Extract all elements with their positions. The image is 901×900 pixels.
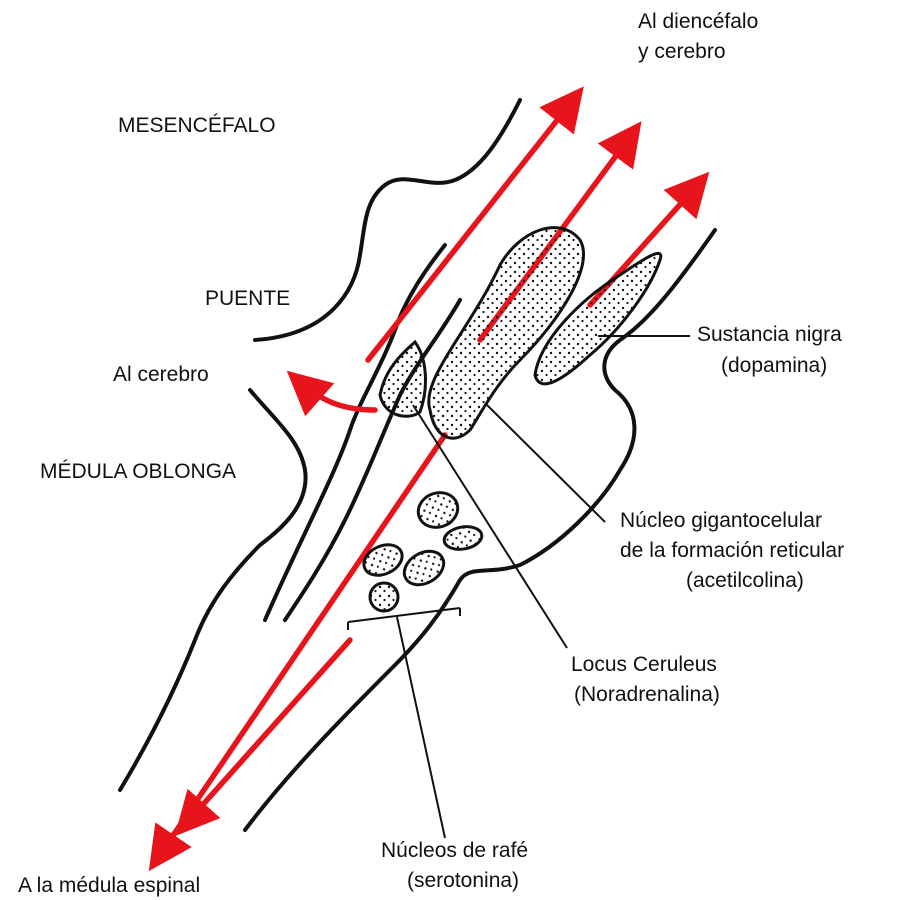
raphe-label-line1: Núcleos de rafé bbox=[381, 839, 528, 862]
medulla-label: MÉDULA OBLONGA bbox=[40, 460, 236, 483]
to-diencephalon-label-line1: Al diencéfalo bbox=[638, 10, 758, 33]
raphe-nucleus-1 bbox=[413, 487, 462, 533]
substantia-nigra-label-line1: Sustancia nigra bbox=[697, 323, 842, 346]
to-brain-label: Al cerebro bbox=[113, 363, 209, 386]
pathway-arrows bbox=[155, 95, 702, 862]
mesencephalon-label: MESENCÉFALO bbox=[118, 114, 276, 137]
to-diencephalon-label-line2: y cerebro bbox=[638, 40, 726, 63]
locus-ceruleus-label-line1: Locus Ceruleus bbox=[571, 653, 717, 676]
raphe-leader bbox=[397, 617, 445, 838]
gigantocellular-leader bbox=[487, 405, 605, 522]
raphe-nucleus-3 bbox=[359, 539, 407, 581]
raphe-bracket bbox=[348, 608, 460, 630]
substantia-nigra-label-line2: (dopamina) bbox=[721, 354, 827, 377]
locus-ceruleus-label-line2: (Noradrenalina) bbox=[574, 683, 720, 706]
to-spinal-cord-label: A la médula espinal bbox=[18, 874, 200, 897]
to-brain-arrow bbox=[295, 378, 375, 410]
gigantocellular-label-line2: de la formación reticular bbox=[620, 539, 844, 562]
raphe-nucleus-5 bbox=[370, 583, 398, 611]
gigantocellular-label-line1: Núcleo gigantocelular bbox=[620, 509, 822, 532]
gigantocellular-label-line3: (acetilcolina) bbox=[686, 569, 804, 592]
pons-label: PUENTE bbox=[205, 287, 290, 310]
raphe-nucleus-2 bbox=[442, 524, 483, 552]
nuclei bbox=[359, 228, 661, 611]
raphe-nucleus-4 bbox=[398, 545, 449, 592]
raphe-label-line2: (serotonina) bbox=[407, 869, 519, 892]
